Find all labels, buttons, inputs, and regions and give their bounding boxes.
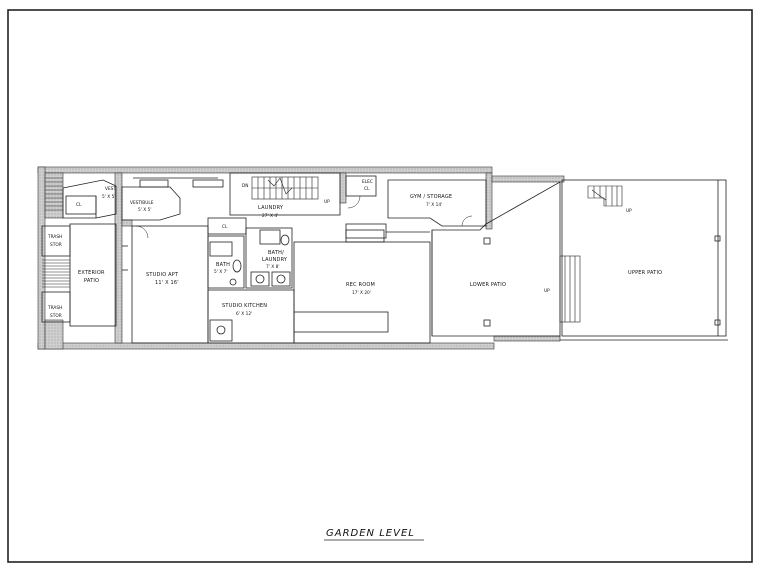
- exterior-patio-label-2: PATIO: [84, 278, 99, 284]
- sheet-title: GARDEN LEVEL: [324, 528, 424, 541]
- vest-room: [62, 179, 117, 219]
- studio-kitchen-label: STUDIO KITCHEN: [222, 303, 267, 309]
- gym-storage-room: [387, 179, 487, 227]
- laundry-closet: [207, 217, 247, 235]
- bath-laundry-room: [245, 227, 293, 289]
- floor-plan: [37, 166, 728, 350]
- garden-level-title: GARDEN LEVEL: [326, 528, 415, 539]
- lower-patio-label: LOWER PATIO: [470, 282, 506, 288]
- trash-stor-bottom-label-2: STOR: [50, 313, 62, 319]
- elec-closet-label: ELEC: [362, 179, 373, 185]
- vestibule-label: VESTIBULE: [130, 200, 154, 206]
- lower-patio-room: [431, 181, 561, 337]
- laundry-room: [229, 172, 341, 216]
- laundry-label: LAUNDRY: [258, 205, 284, 211]
- rec-room-label: REC ROOM: [346, 282, 375, 288]
- sheet-border: [7, 9, 753, 563]
- exterior-patio-label: EXTERIOR: [78, 270, 105, 276]
- vestibule-dims: 5' X 5': [138, 207, 152, 213]
- elec-closet-label-2: CL: [364, 186, 370, 192]
- patio-steps: [559, 255, 581, 323]
- bath-laundry-label-2: LAUNDRY: [262, 257, 288, 263]
- bath-studio-dims: 5' X 7': [214, 269, 228, 275]
- laundry-closet-label: CL: [222, 224, 228, 230]
- trash-stor-top-room: [41, 225, 71, 257]
- exterior-patio-room: [69, 223, 117, 327]
- gym-storage-label: GYM / STORAGE: [410, 194, 452, 200]
- elec-closet: [345, 175, 377, 197]
- upper-patio-room: [561, 179, 727, 337]
- gym-storage-dims: 7' X 14': [426, 202, 442, 208]
- stair-up-laundry-label: UP: [324, 199, 330, 205]
- trash-stor-top-label-2: STOR: [50, 242, 62, 248]
- studio-kitchen-dims: 6' X 12': [236, 311, 252, 317]
- trash-stor-bottom-label: TRASH: [47, 305, 62, 311]
- vest-closet-label: CL: [76, 202, 82, 208]
- stair-labels: DN UP UP UP: [242, 183, 632, 294]
- vestibule-room: [121, 186, 181, 221]
- entry-steps: [42, 177, 70, 288]
- bath-studio-room: [207, 235, 245, 289]
- laundry-stair: [251, 176, 319, 200]
- upper-patio-label: UPPER PATIO: [628, 270, 662, 276]
- exterior-walls: [37, 166, 565, 350]
- trash-stor-top-label: TRASH: [47, 234, 62, 240]
- laundry-dims: 27' X 4': [262, 213, 278, 219]
- vest-closet: [65, 195, 97, 215]
- bath-studio-label: BATH: [216, 262, 230, 268]
- stair-up-upper-label: UP: [626, 208, 632, 214]
- studio-apt-label: STUDIO APT: [146, 272, 179, 278]
- room-labels: VEST 5' X 5' CL VESTIBULE 5' X 5' TRASH …: [47, 179, 662, 319]
- stair-dn-label: DN: [242, 183, 249, 189]
- bath-laundry-label: BATH/: [268, 250, 284, 256]
- rec-room-dims: 17' X 20': [352, 290, 371, 296]
- vest-label: VEST: [105, 186, 116, 192]
- bath-laundry-dims: 7' X 8': [266, 264, 280, 270]
- vest-dims: 5' X 5': [102, 194, 116, 200]
- studio-apt-dims: 11' X 16': [155, 280, 179, 286]
- stair-up-lower-label: UP: [544, 288, 550, 294]
- upper-patio-stair: [587, 185, 623, 207]
